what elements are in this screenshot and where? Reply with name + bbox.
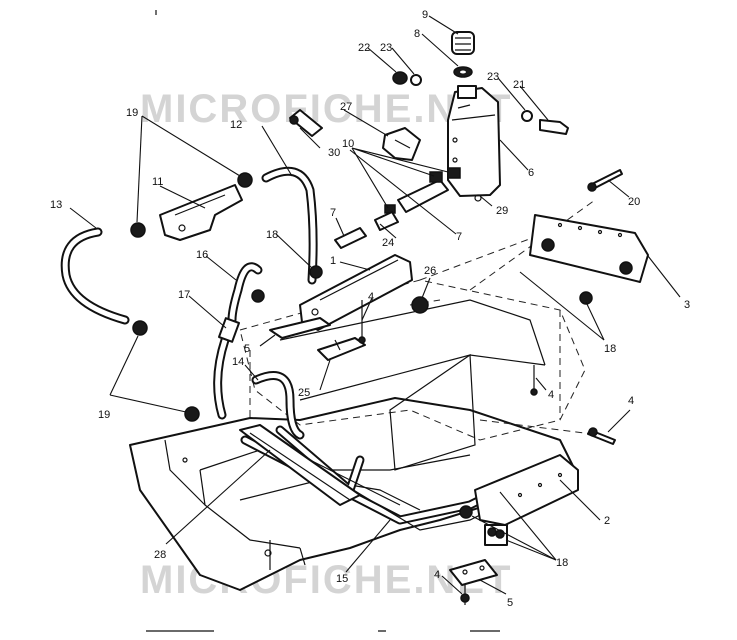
callout-18-top: 18 — [266, 229, 278, 241]
leader-lines — [69, 15, 681, 595]
callout-29: 29 — [496, 205, 508, 217]
thermostat-housing-11 — [159, 184, 243, 241]
callout-22: 22 — [358, 42, 370, 54]
callout-23-left: 23 — [380, 42, 392, 54]
callout-17: 17 — [178, 289, 190, 301]
callout-19-bottom: 19 — [98, 409, 110, 421]
bolt-21 — [539, 119, 569, 135]
callout-25: 25 — [298, 387, 310, 399]
callout-3: 3 — [684, 299, 690, 311]
callout-18-right: 18 — [604, 343, 616, 355]
callout-16: 16 — [196, 249, 208, 261]
grommet-26 — [411, 296, 429, 314]
callout-18-bottom: 18 — [556, 557, 568, 569]
callout-21: 21 — [513, 79, 525, 91]
callout-13: 13 — [50, 199, 62, 211]
callout-7-left: 7 — [330, 207, 336, 219]
callout-26: 26 — [424, 265, 436, 277]
hose-16 — [227, 262, 263, 325]
fitting-29 — [474, 194, 482, 202]
clamp-18-b — [251, 289, 265, 303]
callout-20: 20 — [628, 196, 640, 208]
coolant-tank-6 — [447, 85, 501, 197]
cap-9 — [451, 31, 475, 55]
valve-27 — [382, 127, 421, 161]
fastener-4-b — [530, 365, 538, 396]
fitting-30 — [289, 109, 323, 137]
callout-14: 14 — [232, 356, 244, 368]
callout-7-right: 7 — [456, 231, 462, 243]
pin-20 — [587, 169, 623, 192]
clamp-19-c — [132, 320, 148, 336]
callout-15: 15 — [336, 573, 348, 585]
gasket-8 — [453, 66, 473, 78]
callout-5-top: 5 — [244, 343, 250, 355]
clamp-19-b — [237, 172, 253, 188]
hose-7-upper — [397, 179, 449, 213]
heat-exchanger-28 — [239, 424, 361, 506]
callout-5-bottom: 5 — [507, 597, 513, 609]
bracket-25 — [317, 337, 366, 361]
callout-4-right: 4 — [628, 395, 634, 407]
callout-28: 28 — [154, 549, 166, 561]
hose-17 — [213, 317, 240, 420]
callout-27: 27 — [340, 101, 352, 113]
callout-9: 9 — [422, 9, 428, 21]
hose-7-lower — [334, 227, 367, 249]
fastener-4-c — [587, 427, 616, 445]
callout-labels: 9 8 22 23 23 21 6 27 19 12 30 10 11 13 7… — [50, 9, 690, 609]
callout-8: 8 — [414, 28, 420, 40]
clamp-18-a — [309, 265, 323, 279]
callout-19-top: 19 — [126, 107, 138, 119]
callout-2: 2 — [604, 515, 610, 527]
washer-23-left — [410, 74, 422, 86]
bracket-5-lower — [449, 559, 498, 586]
clamp-18-d — [459, 505, 473, 519]
hose-13 — [60, 227, 130, 325]
fastener-4-d — [460, 585, 470, 605]
clamp-19-a — [130, 222, 146, 238]
callout-4-bottom: 4 — [434, 569, 440, 581]
callout-30: 30 — [328, 147, 340, 159]
clamp-18-c — [579, 291, 593, 305]
chassis-tunnel — [239, 199, 601, 471]
callout-4-top: 4 — [368, 291, 374, 303]
callout-23-right: 23 — [487, 71, 499, 83]
callout-4-mid: 4 — [548, 389, 554, 401]
clamp-19-d — [184, 406, 200, 422]
callout-10: 10 — [342, 138, 354, 150]
washer-23-right — [521, 110, 533, 122]
callout-11: 11 — [152, 176, 163, 188]
callout-24: 24 — [382, 237, 394, 249]
cross-brace-3 — [529, 214, 649, 283]
hose-14 — [251, 371, 305, 440]
hose-12 — [261, 166, 318, 285]
callout-1: 1 — [330, 255, 336, 267]
callout-6: 6 — [528, 167, 534, 179]
callout-12: 12 — [230, 119, 242, 131]
plug-22 — [392, 71, 408, 85]
fitting-24 — [374, 211, 399, 231]
bracket-5-upper — [269, 317, 331, 339]
